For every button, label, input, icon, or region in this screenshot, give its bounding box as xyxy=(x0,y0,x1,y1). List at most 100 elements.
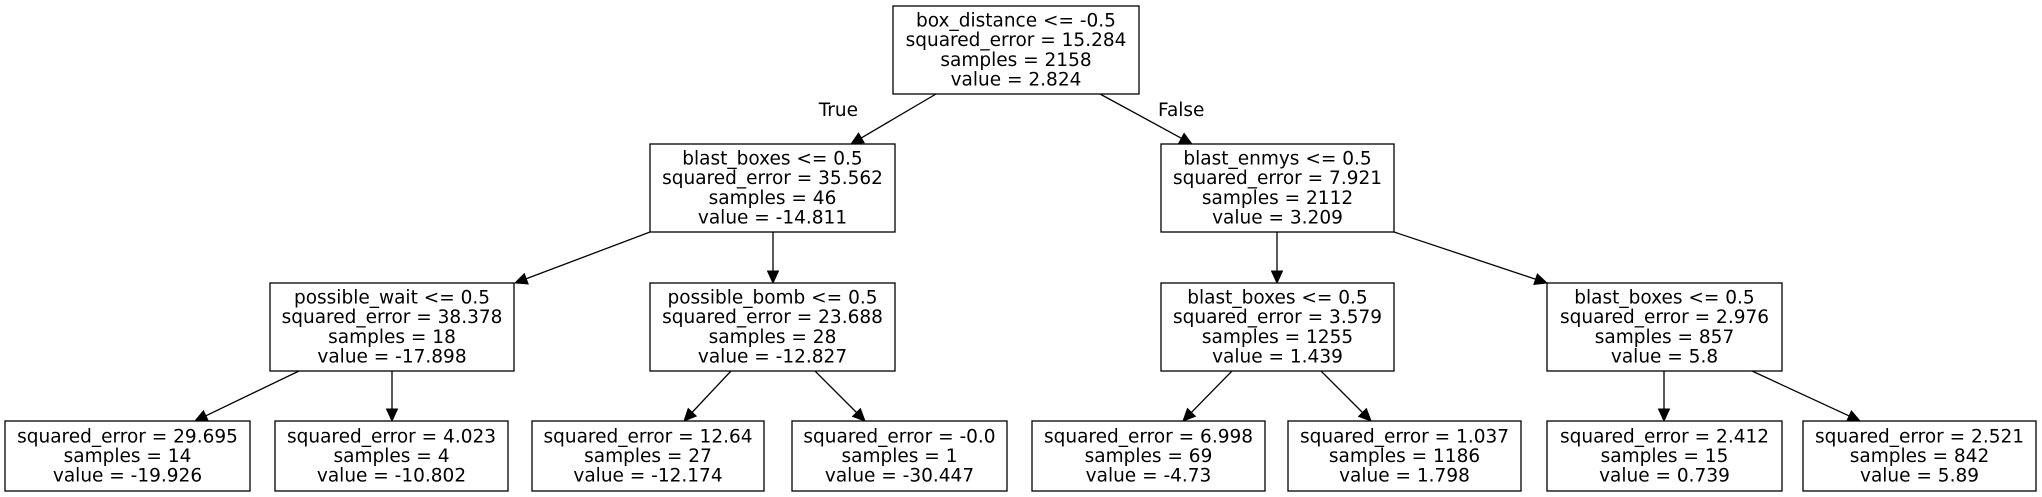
node-line: samples = 18 xyxy=(328,327,456,348)
edge-line xyxy=(525,231,651,280)
node-box xyxy=(269,282,515,372)
arrowhead-icon xyxy=(849,132,865,145)
node-line: samples = 4 xyxy=(334,446,450,467)
edge-line xyxy=(1320,370,1363,413)
arrowhead-icon xyxy=(766,270,780,285)
node-box xyxy=(531,420,765,492)
node-line: samples = 46 xyxy=(709,188,837,209)
node-line: squared_error = 2.412 xyxy=(1560,426,1769,447)
edge-line xyxy=(861,93,937,139)
edge-line xyxy=(1099,93,1182,139)
arrowhead-icon xyxy=(1533,273,1549,286)
tree-edge-n0-n2: False xyxy=(1099,93,1204,145)
arrowhead-icon xyxy=(1846,410,1862,422)
tree-edge-n3-n7 xyxy=(193,370,300,422)
node-box xyxy=(1546,420,1783,492)
node-box xyxy=(1031,420,1266,492)
node-line: squared_error = 6.998 xyxy=(1044,426,1253,447)
tree-edge-n1-n4 xyxy=(766,232,780,285)
node-box xyxy=(1287,420,1522,492)
node-line: value = -17.898 xyxy=(317,346,466,367)
node-box xyxy=(892,5,1140,95)
node-line: value = 0.739 xyxy=(1599,466,1730,487)
edge-line xyxy=(691,370,732,413)
edge-label: False xyxy=(1158,100,1204,121)
node-line: value = 3.209 xyxy=(1212,207,1343,228)
node-line: samples = 1255 xyxy=(1202,327,1353,348)
tree-edge-n4-n9 xyxy=(683,370,732,422)
arrowhead-icon xyxy=(1178,132,1194,145)
tree-edge-n6-n14 xyxy=(1751,370,1862,422)
edge-line xyxy=(205,370,300,417)
tree-edge-n5-n12 xyxy=(1320,370,1372,422)
node-line: squared_error = 4.023 xyxy=(287,426,496,447)
edge-line xyxy=(1393,231,1536,280)
node-line: samples = 28 xyxy=(709,327,837,348)
arrowhead-icon xyxy=(1270,270,1284,285)
arrowhead-icon xyxy=(1657,408,1671,423)
arrowhead-icon xyxy=(1182,407,1197,422)
node-line: squared_error = 29.695 xyxy=(17,426,238,447)
node-box xyxy=(4,420,251,492)
edge-label: True xyxy=(818,100,858,121)
node-line: possible_wait <= 0.5 xyxy=(294,288,490,309)
node-box xyxy=(649,282,896,372)
node-line: samples = 27 xyxy=(584,446,712,467)
node-line: squared_error = 23.688 xyxy=(662,307,883,328)
node-line: samples = 15 xyxy=(1601,446,1729,467)
node-line: value = -30.447 xyxy=(825,466,974,487)
tree-edge-n5-n11 xyxy=(1182,370,1233,422)
edges-layer: True False xyxy=(193,93,1862,423)
node-line: squared_error = 1.037 xyxy=(1300,426,1509,447)
node-line: blast_boxes <= 0.5 xyxy=(1187,288,1367,309)
node-box xyxy=(1802,420,2037,492)
node-line: squared_error = 2.521 xyxy=(1815,426,2024,447)
node-line: possible_bomb <= 0.5 xyxy=(667,288,877,309)
node-line: samples = 69 xyxy=(1085,446,1213,467)
node-line: value = 5.89 xyxy=(1860,466,1979,487)
node-line: value = -10.802 xyxy=(317,466,466,487)
edge-line xyxy=(1751,370,1850,417)
node-line: value = -14.811 xyxy=(698,207,847,228)
node-box xyxy=(791,420,1008,492)
arrowhead-icon xyxy=(683,407,698,422)
tree-edge-n6-n13 xyxy=(1657,371,1671,423)
node-box xyxy=(274,420,509,492)
node-line: value = -12.827 xyxy=(698,346,847,367)
node-line: squared_error = 38.378 xyxy=(282,307,503,328)
node-line: value = 5.8 xyxy=(1611,346,1718,367)
tree-edge-n0-n1: True xyxy=(818,93,937,145)
node-line: blast_boxes <= 0.5 xyxy=(1574,288,1754,309)
node-line: squared_error = 35.562 xyxy=(662,168,883,189)
node-line: squared_error = 15.284 xyxy=(906,30,1127,51)
tree-edge-n2-n6 xyxy=(1393,231,1549,286)
node-line: samples = 1 xyxy=(842,446,958,467)
node-line: samples = 2158 xyxy=(940,50,1091,71)
edge-line xyxy=(1190,370,1233,413)
node-line: samples = 842 xyxy=(1850,446,1989,467)
node-line: samples = 857 xyxy=(1595,327,1734,348)
arrowhead-icon xyxy=(851,407,866,422)
tree-edge-n2-n5 xyxy=(1270,232,1284,285)
tree-edge-n1-n3 xyxy=(513,231,651,285)
node-box xyxy=(1160,143,1395,233)
node-line: squared_error = 7.921 xyxy=(1173,168,1382,189)
arrowhead-icon xyxy=(1357,407,1372,422)
node-line: blast_boxes <= 0.5 xyxy=(682,149,862,170)
node-line: value = -19.926 xyxy=(53,466,202,487)
node-line: value = -12.174 xyxy=(573,466,722,487)
node-line: squared_error = 3.579 xyxy=(1173,307,1382,328)
node-line: samples = 2112 xyxy=(1202,188,1353,209)
